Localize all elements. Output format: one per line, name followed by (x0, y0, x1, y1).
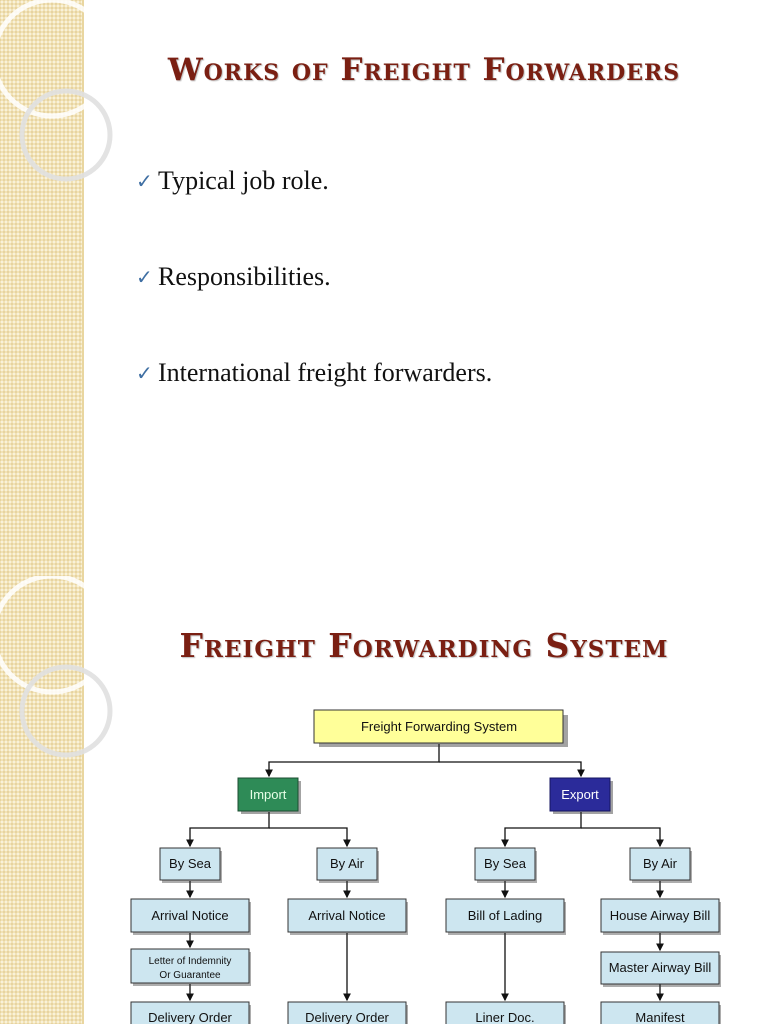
node-import: Import (237, 777, 301, 814)
node-bill-of-lading: Bill of Lading (445, 898, 566, 935)
slide-title: Works of Freight Forwarders (167, 52, 681, 88)
node-import-by-air: By Air (316, 847, 379, 883)
slide-works-of-freight-forwarders: Works of Freight Forwarders ✓ Typical jo… (0, 0, 681, 576)
node-label: By Sea (169, 856, 212, 871)
decorative-side-strip (0, 0, 84, 576)
node-export-by-air: By Air (629, 847, 692, 883)
node-arrival-notice-air: Arrival Notice (287, 898, 408, 935)
slide-title: Freight Forwarding System (179, 626, 669, 665)
checkmark-icon: ✓ (136, 361, 153, 385)
bullet-text: Typical job role. (158, 166, 329, 195)
node-label: By Air (643, 856, 678, 871)
node-label: Bill of Lading (468, 908, 542, 923)
node-label: Manifest (635, 1010, 685, 1024)
freight-forwarding-flowchart: Freight Forwarding System Import Export … (130, 709, 721, 1024)
checkmark-icon: ✓ (136, 265, 153, 289)
checkmark-icon: ✓ (136, 169, 153, 193)
node-label: Freight Forwarding System (361, 719, 517, 734)
node-house-airway-bill: House Airway Bill (600, 898, 721, 935)
node-liner-doc: Liner Doc. (445, 1001, 566, 1024)
node-label: Arrival Notice (308, 908, 385, 923)
node-master-airway-bill: Master Airway Bill (600, 951, 721, 987)
node-manifest: Manifest (600, 1001, 721, 1024)
node-label: By Air (330, 856, 365, 871)
node-delivery-order-sea: Delivery Order (130, 1001, 251, 1024)
node-label: House Airway Bill (610, 908, 711, 923)
node-label-line2: Or Guarantee (159, 970, 221, 981)
node-export: Export (549, 777, 613, 814)
bullet-item: ✓ International freight forwarders. (136, 358, 492, 454)
node-delivery-order-air: Delivery Order (287, 1001, 408, 1024)
node-label: Export (561, 787, 599, 802)
node-label: Liner Doc. (475, 1010, 534, 1024)
node-label: By Sea (484, 856, 527, 871)
node-export-by-sea: By Sea (474, 847, 537, 883)
node-label: Arrival Notice (151, 908, 228, 923)
node-letter-of-indemnity: Letter of Indemnity Or Guarantee (130, 948, 251, 986)
node-label: Master Airway Bill (609, 960, 712, 975)
bullet-list: ✓ Typical job role. ✓ Responsibilities. … (136, 166, 492, 454)
bullet-item: ✓ Typical job role. (136, 166, 492, 262)
flowchart-connectors (186, 744, 664, 1002)
bullet-item: ✓ Responsibilities. (136, 262, 492, 358)
node-label: Delivery Order (305, 1010, 389, 1024)
node-freight-forwarding-system: Freight Forwarding System (313, 709, 568, 747)
node-label: Import (250, 787, 287, 802)
bullet-text: International freight forwarders. (158, 358, 493, 387)
node-arrival-notice-sea: Arrival Notice (130, 898, 251, 935)
node-label: Delivery Order (148, 1010, 232, 1024)
node-label-line1: Letter of Indemnity (149, 956, 232, 967)
bullet-text: Responsibilities. (158, 262, 331, 291)
slide-freight-forwarding-system: Freight Forwarding System (0, 576, 768, 1024)
node-import-by-sea: By Sea (159, 847, 222, 883)
